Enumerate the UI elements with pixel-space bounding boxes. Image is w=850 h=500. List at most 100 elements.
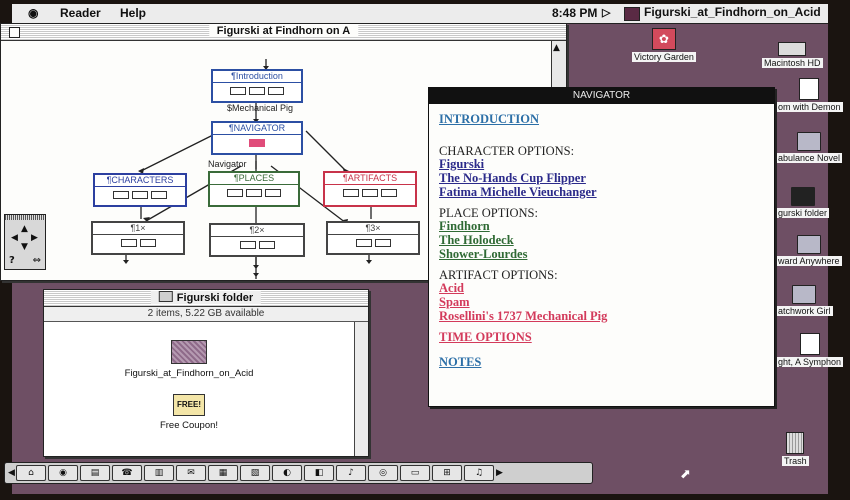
control-strip-module[interactable]: ◧	[304, 465, 334, 481]
map-canvas: ¶Introduction $Mechanical Pig ¶NAVIGATOR…	[1, 41, 541, 279]
control-strip-end-icon[interactable]: ▶	[496, 468, 503, 478]
map-node-introduction[interactable]: ¶Introduction	[211, 69, 303, 103]
link-place-findhorn[interactable]: Findhorn	[439, 219, 490, 233]
menu-help[interactable]: Help	[120, 6, 147, 20]
desktop-icon-victory-garden[interactable]: ✿ Victory Garden	[632, 28, 696, 62]
control-strip-module[interactable]: ▥	[144, 465, 174, 481]
link-artifact-spam[interactable]: Spam	[439, 295, 470, 309]
control-strip-module[interactable]: ◐	[272, 465, 302, 481]
arrow-up-icon[interactable]: ▲	[21, 224, 28, 234]
application-menu[interactable]: Figurski_at_Findhorn_on_Acid	[644, 5, 821, 19]
toggle-button[interactable]: ⇔	[32, 255, 41, 266]
monitor-bezel-top	[0, 0, 850, 4]
control-strip-collapse-icon[interactable]: ◀	[8, 468, 15, 478]
desktop-icon-patchwork-girl[interactable]: atchwork Girl	[776, 285, 833, 316]
link-character-cup-flipper[interactable]: The No-Hands Cup Flipper	[439, 171, 586, 185]
menu-reader[interactable]: Reader	[60, 6, 101, 20]
file-free-coupon[interactable]: FREE! Free Coupon!	[139, 394, 239, 431]
link-time-options[interactable]: TIME OPTIONS	[439, 330, 532, 344]
control-strip-module[interactable]: ⊞	[432, 465, 462, 481]
control-strip-module[interactable]: ◉	[48, 465, 78, 481]
map-node-3[interactable]: ¶3×	[326, 221, 420, 255]
menu-bar: ◉ Reader Help 8:48 PM ▷ Figurski_at_Find…	[12, 4, 828, 24]
palette-drag-bar[interactable]	[5, 215, 45, 220]
link-artifact-acid[interactable]: Acid	[439, 281, 464, 295]
link-character-fatima[interactable]: Fatima Michelle Vieuchanger	[439, 185, 597, 199]
desktop-icon-afternoon-symphony[interactable]: ght, A Symphon	[776, 333, 844, 367]
desktop-icon-ambulance-novel[interactable]: abulance Novel	[776, 132, 843, 163]
control-strip-module[interactable]: ☎	[112, 465, 142, 481]
control-strip-module[interactable]: ▧	[240, 465, 270, 481]
map-node-2[interactable]: ¶2×	[209, 223, 305, 257]
folder-window-title: Figurski folder	[176, 292, 254, 304]
document-icon	[799, 333, 820, 355]
annotation-mechanical-pig: $Mechanical Pig	[227, 103, 294, 113]
folder-icon	[797, 132, 822, 151]
reader-window-title: Figurski at Findhorn on A	[208, 25, 359, 37]
control-strip: ◀ ⌂ ◉ ▤ ☎ ▥ ✉ ▦ ▧ ◐ ◧ ♪ ◎ ▭ ⊞ ♫ ▶	[4, 462, 593, 484]
help-button[interactable]: ?	[9, 255, 15, 266]
folder-icon	[790, 187, 815, 206]
desktop-icon-trash[interactable]: Trash	[782, 432, 809, 466]
map-node-artifacts[interactable]: ¶ARTIFACTS	[323, 171, 417, 207]
navigator-title-bar[interactable]: NAVIGATOR	[429, 88, 774, 104]
link-artifact-mechanical-pig[interactable]: Rosellini's 1737 Mechanical Pig	[439, 309, 608, 323]
place-options-header: PLACE OPTIONS:	[439, 206, 538, 220]
link-character-figurski[interactable]: Figurski	[439, 157, 485, 171]
navigation-palette: ▲ ◀ ▶ ▼ ? ⇔	[4, 214, 46, 270]
speaker-icon[interactable]: ▷	[602, 7, 611, 19]
folder-icon	[158, 291, 173, 302]
monitor-bezel-bottom	[0, 494, 850, 500]
desktop-icon-macintosh-hd[interactable]: Macintosh HD	[762, 42, 823, 68]
link-place-shower-lourdes[interactable]: Shower-Lourdes	[439, 247, 528, 261]
folder-title-bar[interactable]: Figurski folder	[44, 290, 368, 307]
map-node-1[interactable]: ¶1×	[91, 221, 185, 255]
control-strip-module[interactable]: ⌂	[16, 465, 46, 481]
finder-folder-window: Figurski folder 2 items, 5.22 GB availab…	[43, 289, 369, 457]
apple-icon[interactable]: ◉	[28, 6, 39, 20]
file-name: Figurski_at_Findhorn_on_Acid	[124, 368, 254, 379]
link-introduction[interactable]: INTRODUCTION	[439, 112, 540, 126]
desktop-icon-forward-anywhere[interactable]: ward Anywhere	[776, 235, 842, 266]
map-node-characters[interactable]: ¶CHARACTERS	[93, 173, 187, 207]
control-strip-module[interactable]: ◎	[368, 465, 398, 481]
reader-title-bar[interactable]: Figurski at Findhorn on A	[1, 24, 566, 41]
annotation-navigator: Navigator	[208, 159, 247, 169]
control-strip-module[interactable]: ▦	[208, 465, 238, 481]
control-strip-module[interactable]: ♪	[336, 465, 366, 481]
monitor-bezel-right	[828, 0, 850, 500]
link-notes[interactable]: NOTES	[439, 355, 482, 369]
desktop-icon-room-with-demon[interactable]: om with Demon	[776, 78, 843, 112]
arrow-down-icon[interactable]: ▼	[21, 242, 28, 252]
direction-pad: ▲ ◀ ▶ ▼	[11, 224, 39, 252]
control-strip-module[interactable]: ♫	[464, 465, 494, 481]
folder-info-bar: 2 items, 5.22 GB available	[44, 307, 368, 322]
arrow-left-icon[interactable]: ◀	[11, 233, 18, 243]
trash-icon	[786, 432, 805, 454]
scroll-up-arrow-icon[interactable]: ▲	[553, 43, 560, 53]
folder-content: Figurski_at_Findhorn_on_Acid FREE! Free …	[44, 322, 354, 456]
control-strip-module[interactable]: ▤	[80, 465, 110, 481]
coupon-icon: FREE!	[173, 394, 205, 416]
artifact-options-header: ARTIFACT OPTIONS:	[439, 268, 558, 282]
map-node-navigator[interactable]: ¶NAVIGATOR	[211, 121, 303, 155]
mouse-cursor-icon: ⬈	[680, 467, 691, 482]
document-icon	[799, 78, 820, 100]
hard-drive-icon	[778, 42, 807, 56]
victory-garden-icon: ✿	[651, 28, 676, 50]
control-strip-module[interactable]: ▭	[400, 465, 430, 481]
file-name: Free Coupon!	[159, 420, 219, 431]
folder-icon	[796, 235, 821, 254]
application-menu-icon[interactable]	[624, 7, 640, 21]
folder-icon	[792, 285, 817, 304]
close-box[interactable]	[9, 27, 20, 38]
control-strip-module[interactable]: ✉	[176, 465, 206, 481]
folder-vertical-scrollbar[interactable]	[354, 322, 368, 456]
link-place-holodeck[interactable]: The Holodeck	[439, 233, 514, 247]
desktop-icon-figurski-folder[interactable]: gurski folder	[776, 187, 830, 218]
file-figurski-at-findhorn[interactable]: Figurski_at_Findhorn_on_Acid	[104, 340, 274, 379]
navigator-window: NAVIGATOR INTRODUCTION CHARACTER OPTIONS…	[428, 87, 775, 407]
menu-clock[interactable]: 8:48 PM	[552, 6, 598, 20]
arrow-right-icon[interactable]: ▶	[31, 233, 38, 243]
map-node-places[interactable]: ¶PLACES	[208, 171, 300, 207]
